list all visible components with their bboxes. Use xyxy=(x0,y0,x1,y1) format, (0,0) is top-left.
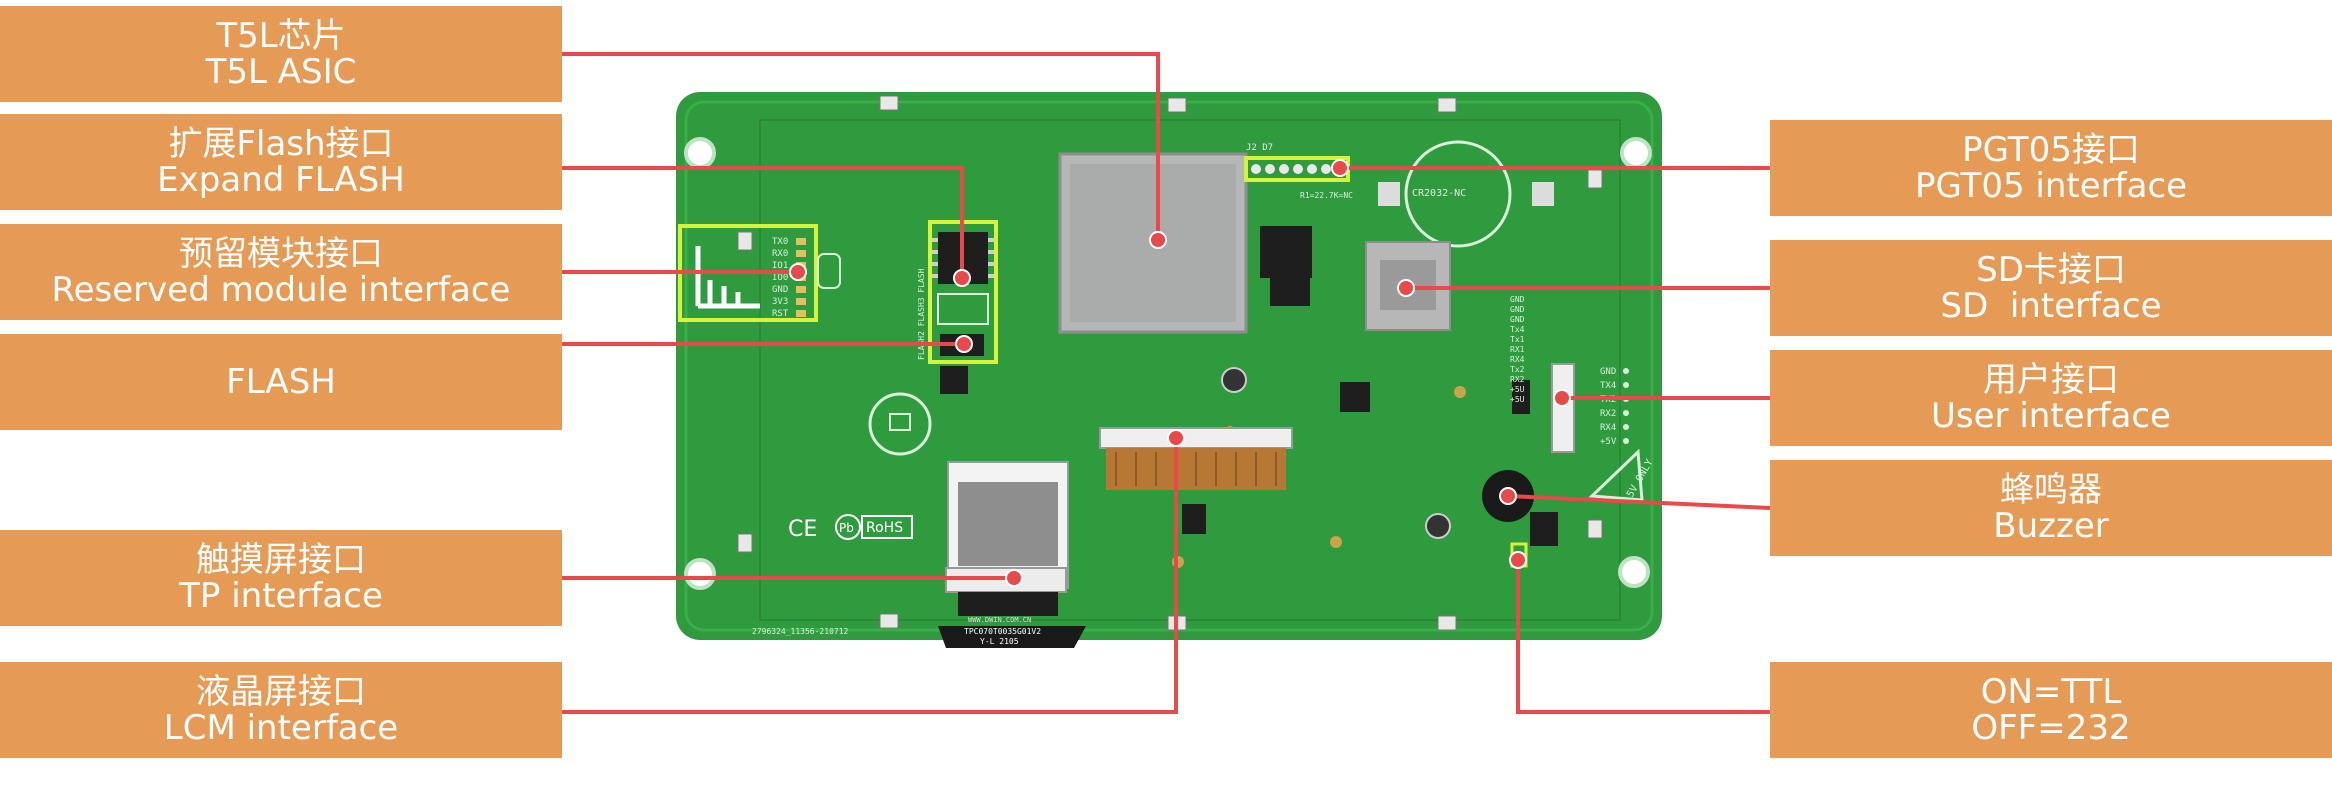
fpc-code: TPC070T0035G01V2 xyxy=(964,627,1041,636)
label-ttl-switch: ON=TTL OFF=232 xyxy=(1770,662,2332,758)
endpoint-flash-ext xyxy=(953,269,971,287)
reserved-pin-label: 3V3 xyxy=(772,297,788,307)
endpoint-flash xyxy=(955,335,973,353)
label-cn: 触摸屏接口 xyxy=(196,540,366,580)
label-buzzer: 蜂鸣器 Buzzer xyxy=(1770,460,2332,556)
label-cn: T5L芯片 xyxy=(216,16,346,56)
reserved-pin-label: GND xyxy=(772,285,788,295)
reserved-pin-label: RST xyxy=(772,309,789,319)
leader-endpoints xyxy=(789,159,1571,587)
label-expand-flash: 扩展Flash接口 Expand FLASH xyxy=(0,114,562,210)
label-sd-interface: SD卡接口 SD interface xyxy=(1770,240,2332,336)
user-pin-label-vertical: GND xyxy=(1510,315,1525,324)
label-en: TP interface xyxy=(179,576,383,616)
reserved-pin-label: TX0 xyxy=(772,237,788,247)
label-en: LCM interface xyxy=(163,708,399,748)
endpoint-t5l xyxy=(1149,231,1167,249)
label-en: T5L ASIC xyxy=(205,52,357,92)
tp-connector: TPC070T0035G01V2 Y-L 2105 WWW.DWIN.COM.C… xyxy=(938,461,1086,648)
label-cn: 预留模块接口 xyxy=(179,234,383,274)
rohs-mark: RoHS xyxy=(866,520,903,536)
leader-line-flash-ext xyxy=(562,166,964,278)
label-cn: SD卡接口 xyxy=(1976,250,2126,290)
lcm-connector xyxy=(1099,427,1293,490)
user-pin-label-vertical: RX1 xyxy=(1510,345,1525,354)
reserved-pin-label: IO0 xyxy=(772,273,788,283)
user-pin-label: GND xyxy=(1600,367,1616,377)
user-pin-label-vertical: GND xyxy=(1510,295,1525,304)
label-en: OFF=232 xyxy=(1971,708,2131,748)
endpoint-pgt xyxy=(1331,159,1349,177)
battery-label: CR2032-NC xyxy=(1412,188,1466,199)
leader-lines xyxy=(562,52,1771,714)
reserved-pin-label: IO1 xyxy=(772,261,788,271)
label-en: Buzzer xyxy=(1993,506,2109,546)
label-en: PGT05 interface xyxy=(1914,166,2188,206)
label-cn: 蜂鸣器 xyxy=(2000,470,2102,510)
label-en: FLASH xyxy=(226,362,336,402)
pgt-note: R1=22.7K=NC xyxy=(1300,191,1353,200)
edge-clips xyxy=(737,95,1603,631)
user-pin-label-vertical: +5U xyxy=(1510,385,1525,394)
label-cn: 液晶屏接口 xyxy=(196,672,366,712)
label-t5l-chip: T5L芯片 T5L ASIC xyxy=(0,6,562,102)
battery-holder: CR2032-NC xyxy=(1378,140,1554,248)
label-cn: ON=TTL xyxy=(1980,672,2122,712)
label-tp-interface: 触摸屏接口 TP interface xyxy=(0,530,562,626)
label-user-interface: 用户接口 User interface xyxy=(1770,350,2332,446)
endpoint-buzzer xyxy=(1499,487,1517,505)
pgt-silkscreen: J2 D7 xyxy=(1246,143,1273,153)
leader-line-buzzer xyxy=(1507,494,1771,510)
endpoint-ttl xyxy=(1509,551,1527,569)
user-pin-label-vertical: GND xyxy=(1510,305,1525,314)
pb-mark: Pb xyxy=(839,521,854,535)
label-en: SD interface xyxy=(1940,286,2162,326)
user-pin-label-vertical: Tx1 xyxy=(1510,335,1525,344)
endpoint-lcm xyxy=(1167,429,1185,447)
fpc-date: Y-L 2105 xyxy=(980,637,1019,646)
reserved-pin-label: RX0 xyxy=(772,249,788,259)
user-pin-label-vertical: +5U xyxy=(1510,395,1525,404)
fpc-site: WWW.DWIN.COM.CN xyxy=(968,616,1031,624)
label-pgt05-interface: PGT05接口 PGT05 interface xyxy=(1770,120,2332,216)
user-pin-label: TX4 xyxy=(1600,381,1616,391)
label-cn: 扩展Flash接口 xyxy=(168,124,394,164)
user-pin-label: +5V xyxy=(1600,437,1617,447)
certification-marks: CE Pb RoHS xyxy=(788,514,913,542)
leader-line-lcm xyxy=(562,438,1178,714)
label-en: User interface xyxy=(1931,396,2171,436)
endpoint-user xyxy=(1553,389,1571,407)
user-pin-label: RX2 xyxy=(1600,409,1616,419)
endpoint-tp xyxy=(1005,569,1023,587)
label-lcm-interface: 液晶屏接口 LCM interface xyxy=(0,662,562,758)
user-pin-label-vertical: Tx2 xyxy=(1510,365,1525,374)
label-en: Reserved module interface xyxy=(51,270,511,310)
label-cn: 用户接口 xyxy=(1983,360,2119,400)
user-pin-label-vertical: RX4 xyxy=(1510,355,1525,364)
leader-line-ttl xyxy=(1516,560,1770,714)
board-components xyxy=(868,226,1558,568)
flash-silkscreen: FLASH2 FLASH3 FLASH xyxy=(917,268,926,360)
endpoint-sd xyxy=(1397,279,1415,297)
user-pin-label-vertical: Tx4 xyxy=(1510,325,1525,334)
leader-line-t5l xyxy=(562,52,1160,240)
label-cn: PGT05接口 xyxy=(1962,130,2140,170)
endpoint-reserved xyxy=(789,263,807,281)
user-pin-label: RX4 xyxy=(1600,423,1616,433)
label-reserved-module: 预留模块接口 Reserved module interface xyxy=(0,224,562,320)
label-flash: FLASH xyxy=(0,334,562,430)
user-pin-label-vertical: RX2 xyxy=(1510,375,1525,384)
ce-mark: CE xyxy=(788,517,817,542)
pcb-code: 2796324_11356-210712 xyxy=(752,627,849,636)
label-en: Expand FLASH xyxy=(157,160,405,200)
